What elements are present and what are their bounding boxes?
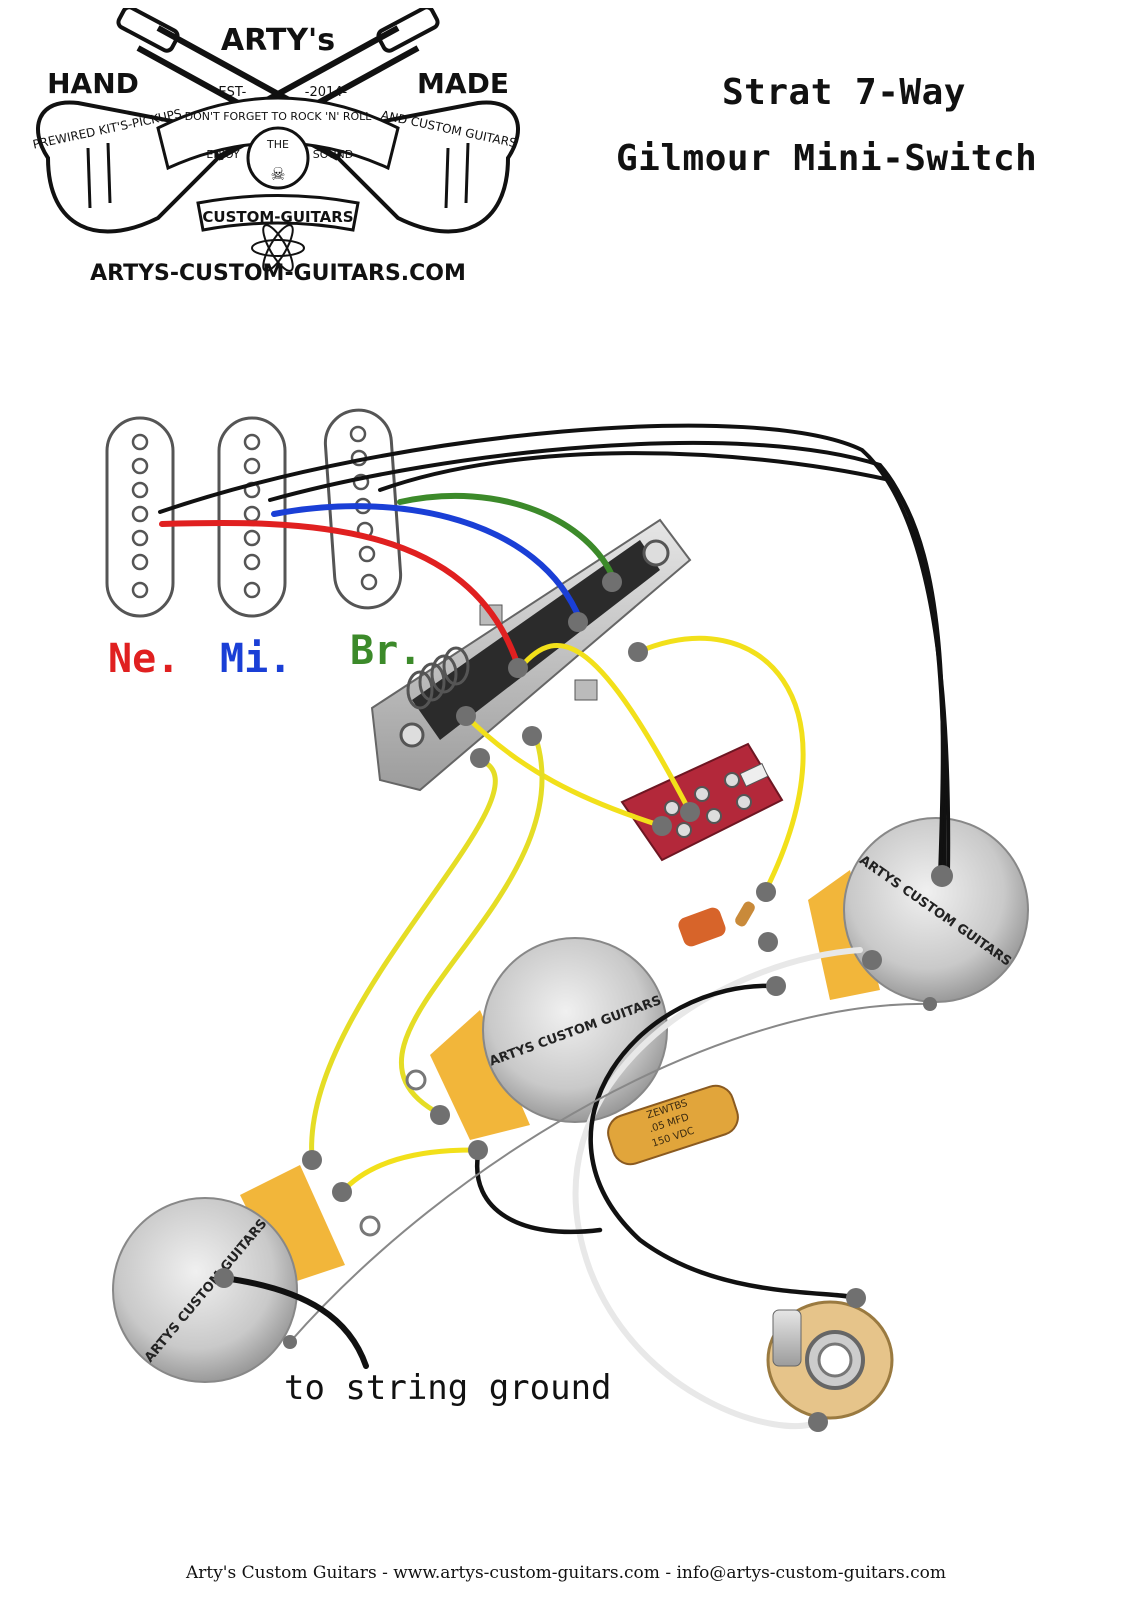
logo-slogan-sound: SOUND: [313, 148, 353, 161]
logo-year: -2014-: [305, 85, 348, 100]
tone-capacitor-oil: ZEWTBS .05 MFD 150 VDC: [607, 1084, 739, 1166]
middle-hot-wire: [271, 503, 583, 623]
pickup-label-neck: Ne.: [108, 636, 180, 682]
logo-brand: ARTY's: [221, 23, 335, 58]
artys-logo: ARTY's HAND MADE -EST- -2014- PREWIRED K…: [31, 8, 520, 286]
volume-pot: ARTYS CUSTOM GUITARS: [808, 817, 1029, 1003]
switch-to-tone1-wire: [398, 732, 545, 1117]
tone-pot-1: ARTYS CUSTOM GUITARS: [430, 937, 668, 1140]
tone-pot-2: ARTYS CUSTOM GUITARS: [112, 1165, 345, 1383]
tone-link-wire: [339, 1147, 481, 1195]
logo-est: -EST-: [214, 85, 247, 100]
atom-icon: [251, 224, 305, 272]
neck-hot-wire: [159, 519, 521, 669]
logo-skull-icon: ☠: [271, 161, 285, 186]
ground-wire-bridge: [378, 451, 945, 877]
switch-spring-icon: [406, 646, 470, 710]
footer-credits: Arty's Custom Guitars - www.artys-custom…: [185, 1563, 947, 1583]
tone-capacitor-small: [678, 901, 755, 947]
logo-slogan-1: DON'T FORGET TO ROCK 'N' ROLL: [185, 110, 373, 123]
pickup-label-middle: Mi.: [220, 636, 292, 682]
logo-made: MADE: [417, 67, 509, 100]
switch-to-mini-wire-2: [463, 713, 665, 829]
logo-hand: HAND: [47, 67, 139, 100]
switch-to-volume-wire: [635, 635, 806, 893]
ground-bus-wire: [289, 1002, 931, 1343]
string-ground-wire: [221, 1275, 369, 1369]
neck-pickup: [105, 416, 175, 618]
gilmour-mini-switch: [620, 742, 784, 862]
output-jack: [766, 1300, 894, 1420]
logo-slogan-enjoy: ENJOY: [206, 148, 239, 161]
pot-ground-wire: [474, 1152, 603, 1235]
middle-pickup: [217, 416, 287, 618]
switch-to-tone2-wire: [309, 757, 498, 1161]
logo-url: ARTYS-CUSTOM-GUITARS.COM: [90, 261, 466, 286]
string-ground-annotation: to string ground: [284, 1368, 612, 1408]
bridge-hot-wire: [397, 492, 617, 583]
jack-hot-wire: [572, 947, 863, 1430]
diagram-subtitle: Gilmour Mini-Switch: [616, 138, 1038, 179]
diagram-title: Strat 7-Way: [722, 72, 966, 113]
pickup-label-bridge: Br.: [350, 628, 422, 674]
logo-slogan-the: THE: [266, 138, 289, 151]
logo-ribbon: CUSTOM-GUITARS: [202, 208, 353, 226]
jack-ground-wire: [588, 983, 859, 1301]
switch-to-mini-wire-1: [517, 643, 693, 815]
